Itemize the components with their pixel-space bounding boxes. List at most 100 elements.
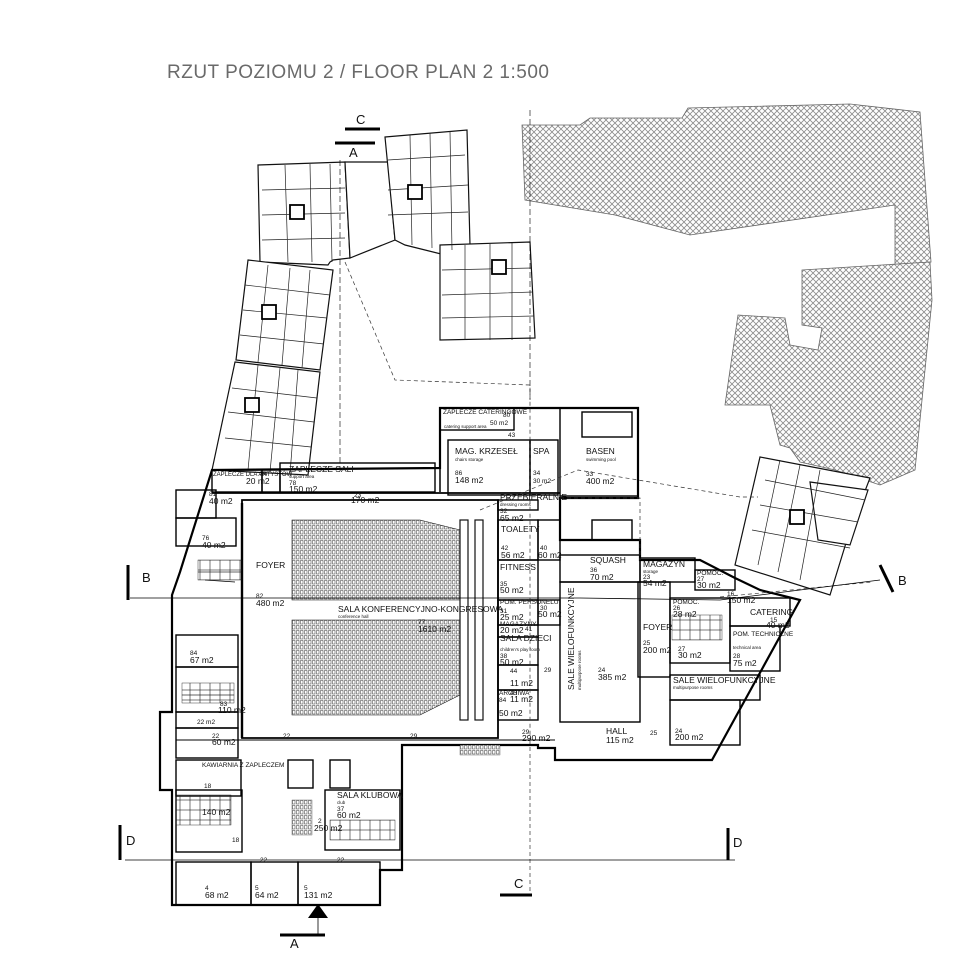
room-area: 67 m2	[190, 655, 214, 665]
room-area: 56 m2	[501, 550, 525, 560]
room-label: SALA KONFERENCYJNO-KONGRESOWA	[338, 604, 503, 614]
room-number: 34	[533, 470, 541, 477]
room-number: 26	[673, 605, 681, 612]
room-label: POM. PERSONELU	[500, 599, 559, 606]
section-c-top: C	[356, 112, 365, 127]
room-area: 150 m2	[727, 595, 756, 605]
room-number: 36	[590, 567, 598, 574]
room-label: ZAPLECZE SALI	[289, 464, 354, 474]
stair-cores	[244, 184, 805, 525]
room-number: 80	[503, 412, 511, 419]
room-number: 29	[410, 733, 418, 740]
room-label: ZAPLECZE DLA ARTYSTÓW	[213, 471, 293, 478]
room-label: FOYER	[643, 622, 672, 632]
room-label: KAWIARNIA Z ZAPLECZEM	[202, 762, 284, 769]
room-label: MAGAZYN	[643, 559, 685, 569]
room-number: 86	[455, 470, 463, 477]
room-number: 84	[190, 650, 198, 657]
section-c-bottom: C	[514, 876, 523, 891]
room-area: 170 m2	[351, 495, 380, 505]
room-area: 140 m2	[202, 807, 231, 817]
room-label: SALA KLUBOWA	[337, 790, 403, 800]
room-label: HALL	[606, 726, 628, 736]
room-number: 40	[540, 545, 548, 552]
room-label: POMOC.	[697, 570, 724, 577]
room-label: FOYER	[256, 560, 285, 570]
room-label-en: catering support area	[444, 424, 487, 429]
room-number: 42	[501, 545, 509, 552]
room-label: MAG. KRZESEŁ	[455, 446, 518, 456]
room-area: 22 m2	[197, 719, 215, 726]
room-label: SALA DZIECI	[500, 633, 552, 643]
section-b-right: B	[898, 573, 907, 588]
room-label-en: dressing rooms	[500, 502, 532, 507]
room-number: 35	[500, 581, 508, 588]
room-number: 25	[650, 730, 658, 737]
room-number: 81	[209, 491, 217, 498]
room-label: FITNESS	[500, 562, 536, 572]
room-label-en: conference hall	[338, 614, 369, 619]
room-area: 40 m2	[766, 620, 790, 630]
room-area: 50 m2	[500, 585, 524, 595]
room-label: SPA	[533, 446, 550, 456]
room-number: 23	[643, 574, 651, 581]
room-area: 60 m2	[538, 550, 562, 560]
room-area: 30 m2	[678, 650, 702, 660]
room-area: 115 m2	[606, 735, 634, 745]
room-area: 75 m2	[733, 658, 757, 668]
room-area: 40 m2	[209, 496, 233, 506]
room-label: POMOC.	[673, 599, 700, 606]
room-number: 77	[418, 619, 426, 626]
room-area: 28 m2	[673, 609, 697, 619]
room-number: 43	[508, 432, 516, 439]
existing-buildings	[521, 103, 933, 486]
room-number: 76	[202, 535, 210, 542]
room-label: SALE WIELOFUNKCYJNE	[566, 587, 576, 690]
section-d-right: D	[733, 835, 742, 850]
room-label: SALE WIELOFUNKCYJNE	[673, 675, 776, 685]
room-number: 22	[283, 733, 291, 740]
room-number: 22	[212, 733, 220, 740]
room-area: 385 m2	[598, 672, 627, 682]
room-area: 200 m2	[675, 732, 704, 742]
plan-title: RZUT POZIOMU 2 / FLOOR PLAN 2 1:500	[167, 62, 550, 83]
room-area: 70 m2	[590, 572, 614, 582]
room-area: 50 m2	[500, 657, 524, 667]
room-number: 27	[697, 576, 705, 583]
room-area: 480 m2	[256, 598, 285, 608]
room-number: 27	[678, 646, 686, 653]
room-number: 29	[522, 729, 530, 736]
room-number: 22	[337, 857, 345, 864]
room-label-en: children's play room	[500, 647, 540, 652]
room-area: 150 m2	[289, 484, 318, 494]
room-area: 20 m2	[500, 625, 524, 635]
room-number: 25	[643, 640, 651, 647]
room-label: ARCHIWA	[499, 690, 530, 697]
room-area: 40 m2	[202, 540, 226, 550]
section-a-top: A	[349, 145, 358, 160]
room-number: 22	[260, 857, 268, 864]
room-area: 290 m2	[522, 733, 551, 743]
room-label-en: storage	[643, 569, 659, 574]
room-number: 24	[598, 667, 606, 674]
room-label: CATERING	[750, 607, 793, 617]
section-a-bottom: A	[290, 936, 299, 951]
room-area: 50 m2	[490, 420, 508, 427]
room-area: 400 m2	[586, 476, 615, 486]
room-number: 44	[510, 668, 518, 675]
room-number: 41	[525, 626, 533, 633]
room-number: 37	[337, 806, 345, 813]
room-area: 60 m2	[212, 737, 236, 747]
room-area: 50 m2	[538, 609, 562, 619]
room-number: 16	[727, 591, 735, 598]
section-d-left: D	[126, 833, 135, 848]
room-area: 1610 m2	[418, 624, 451, 634]
room-number: 5	[304, 885, 308, 892]
room-label: ZAPLECZE CATERINGOWE	[443, 409, 528, 416]
room-number: 30	[540, 605, 548, 612]
room-area: 54 m2	[643, 578, 667, 588]
room-label-en: chairs storage	[455, 457, 484, 462]
room-area: 50 m2	[499, 708, 523, 718]
room-number: 31	[500, 608, 508, 615]
room-area: 60 m2	[337, 810, 361, 820]
